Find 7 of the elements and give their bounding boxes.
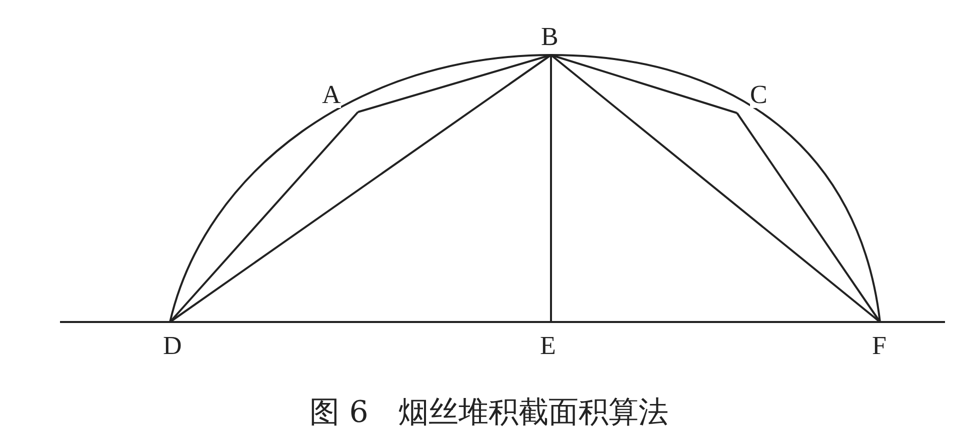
line-segment [169, 111, 359, 323]
line-segment [550, 54, 738, 114]
line-segment [736, 112, 881, 323]
line-segment [550, 54, 881, 323]
figure-caption: 图 6 烟丝堆积截面积算法 [308, 394, 670, 432]
line-segment [169, 54, 552, 323]
line-segment [550, 55, 552, 322]
